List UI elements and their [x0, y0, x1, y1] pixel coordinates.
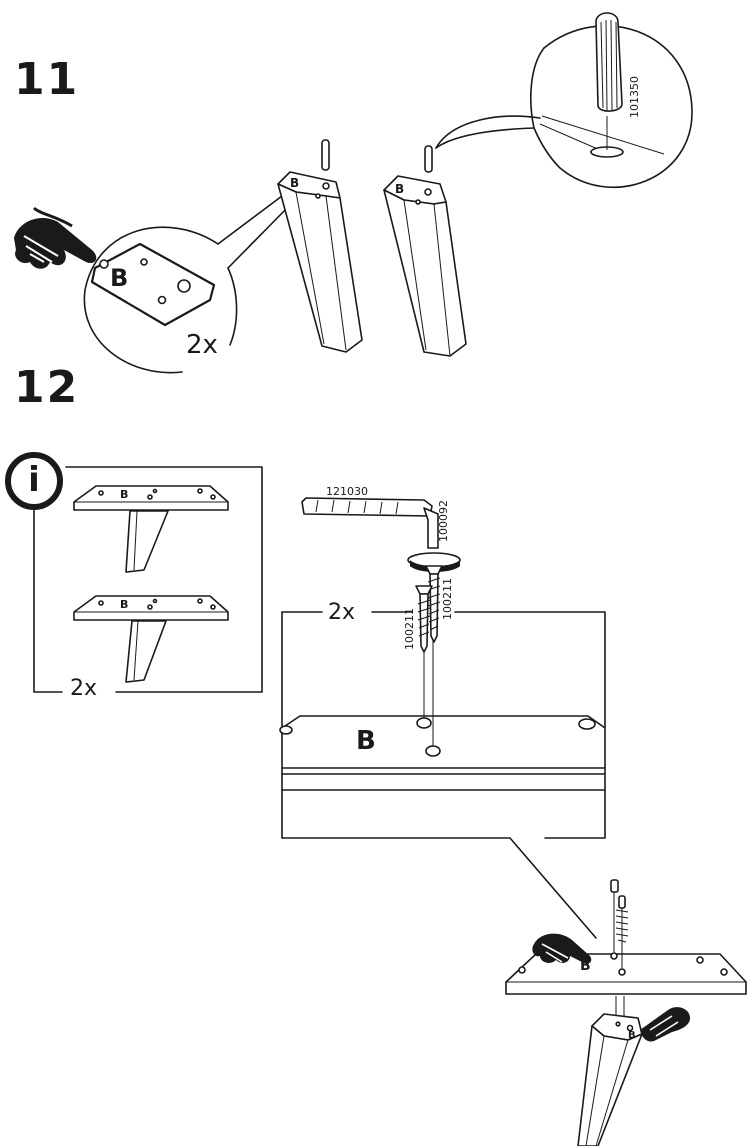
- screw-part-label-2: 100211: [403, 608, 416, 650]
- info-plate-2-letter: B: [120, 598, 129, 611]
- step-12-number: 12: [14, 362, 80, 413]
- leg-1: [277, 139, 363, 353]
- detail-letter: B: [356, 726, 376, 756]
- screw-short: [415, 585, 433, 653]
- leg-2: [383, 145, 467, 357]
- dowel-part-label: 101350: [628, 76, 641, 118]
- plate-letter: B: [110, 264, 129, 292]
- step-11-number: 11: [14, 54, 80, 105]
- detail-box: [279, 611, 606, 939]
- info-plate-1: [73, 485, 229, 573]
- info-icon-glyph: i: [28, 460, 40, 500]
- leg-1-letter: B: [290, 176, 300, 190]
- detail-quantity: 2x: [328, 600, 356, 625]
- info-plate-2: [73, 595, 229, 683]
- plate-detail-circle: [83, 195, 291, 374]
- bottom-leg-letter: B: [628, 1030, 636, 1041]
- step-11-quantity: 2x: [186, 330, 218, 360]
- screw-long: [425, 565, 443, 643]
- hand-icon-bottom-right: [640, 1007, 690, 1042]
- hand-icon: [14, 206, 97, 269]
- info-quantity: 2x: [70, 676, 98, 701]
- hand-icon-bottom-left: [532, 933, 592, 964]
- info-frame: [33, 466, 263, 693]
- info-plate-1-letter: B: [120, 488, 129, 501]
- leg-2-letter: B: [395, 182, 405, 196]
- screw-part-label-1: 100211: [441, 578, 454, 620]
- bottom-plate-letter: B: [580, 958, 591, 974]
- bottom-leg: [577, 996, 643, 1146]
- tool-part-label: 121030: [326, 485, 368, 498]
- plate-b: [90, 242, 216, 327]
- dowel-detail-circle: [435, 12, 693, 188]
- info-icon: [5, 452, 63, 510]
- hex-key-part-label: 100092: [437, 500, 450, 542]
